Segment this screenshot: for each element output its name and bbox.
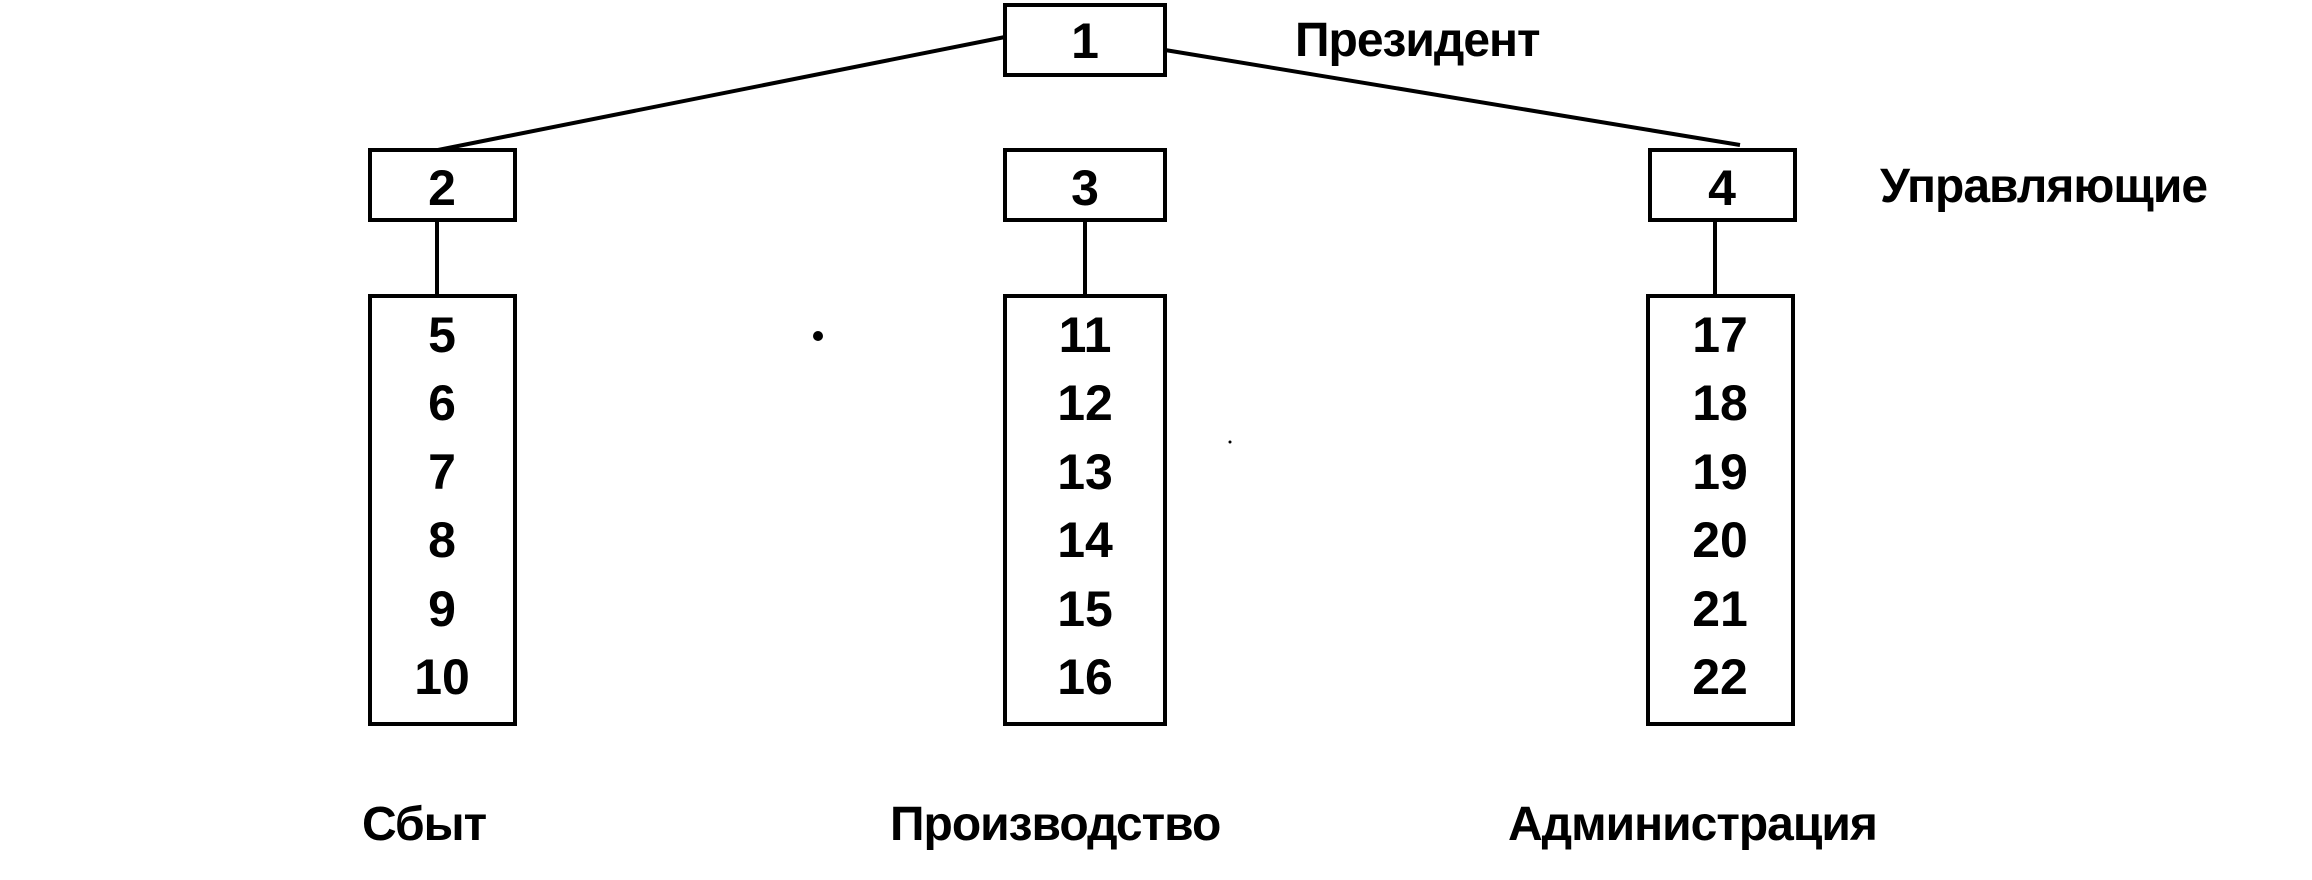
member-12: 12 <box>1057 375 1113 431</box>
member-15: 15 <box>1057 581 1113 637</box>
member-19: 19 <box>1692 444 1748 500</box>
node-manager-2-id: 2 <box>428 160 456 216</box>
member-10: 10 <box>414 649 470 705</box>
node-manager-4-box <box>1648 148 1797 222</box>
node-manager-3: 3 <box>1003 148 1167 222</box>
member-11: 11 <box>1059 307 1112 363</box>
department-administration-box <box>1646 294 1795 726</box>
node-manager-2: 2 <box>368 148 517 222</box>
node-manager-4: 4 <box>1648 148 1797 222</box>
department-production: 11 12 13 14 15 16 <box>1003 294 1167 726</box>
node-president-box <box>1003 3 1167 77</box>
scan-speck <box>1228 440 1232 444</box>
level-label-managers: Управляющие <box>1880 160 2207 213</box>
member-17: 17 <box>1692 307 1748 363</box>
member-7: 7 <box>428 444 456 500</box>
node-manager-2-box <box>368 148 517 222</box>
link-president-to-manager-2 <box>437 35 1006 152</box>
member-13: 13 <box>1057 444 1113 500</box>
member-14: 14 <box>1057 512 1113 568</box>
node-manager-3-id: 3 <box>1071 160 1099 216</box>
member-18: 18 <box>1692 375 1748 431</box>
department-label-production: Производство <box>890 798 1220 851</box>
link-president-to-manager-4 <box>1164 48 1741 147</box>
member-16: 16 <box>1057 649 1113 705</box>
member-6: 6 <box>428 375 456 431</box>
department-administration: 17 18 19 20 21 22 <box>1646 294 1795 726</box>
member-20: 20 <box>1692 512 1748 568</box>
scan-speck <box>813 331 823 341</box>
node-manager-3-box <box>1003 148 1167 222</box>
department-label-administration: Администрация <box>1508 798 1877 851</box>
member-9: 9 <box>428 581 456 637</box>
level-label-president: Президент <box>1295 14 1540 67</box>
node-president: 1 <box>1003 3 1167 77</box>
member-22: 22 <box>1692 649 1748 705</box>
department-sales: 5 6 7 8 9 10 <box>368 294 517 726</box>
department-label-sales: Сбыт <box>362 798 487 851</box>
member-21: 21 <box>1692 581 1748 637</box>
member-5: 5 <box>428 307 456 363</box>
department-sales-box <box>368 294 517 726</box>
node-president-id: 1 <box>1071 13 1099 69</box>
node-manager-4-id: 4 <box>1708 160 1736 216</box>
member-8: 8 <box>428 512 456 568</box>
department-production-box <box>1003 294 1167 726</box>
